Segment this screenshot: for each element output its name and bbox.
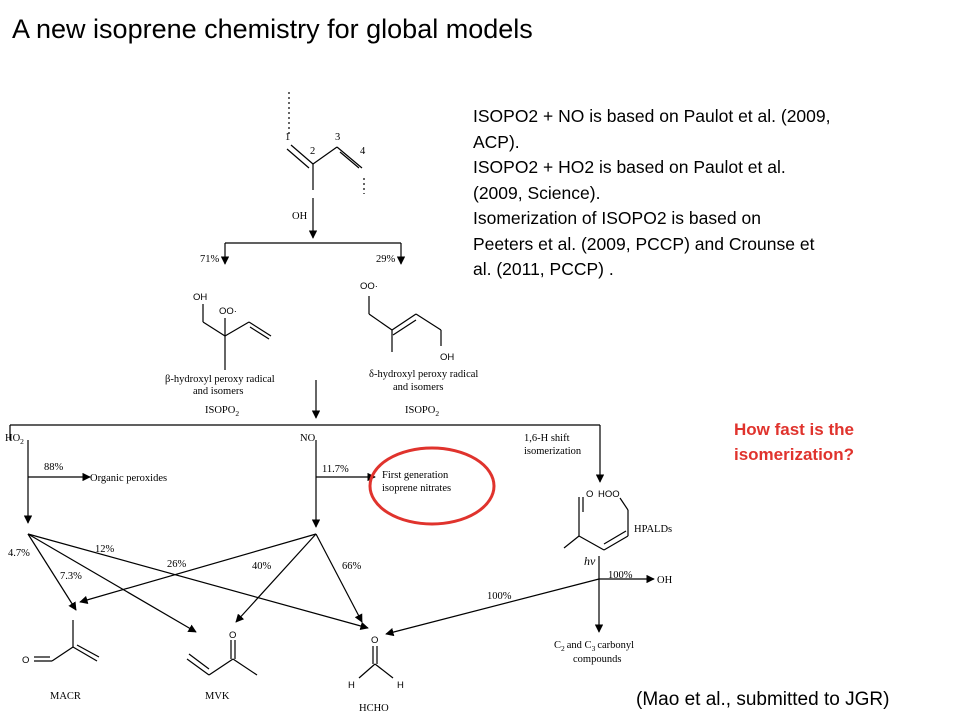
yield-12: 12% xyxy=(95,544,115,555)
mvk-o: O xyxy=(229,630,236,641)
citation: (Mao et al., submitted to JGR) xyxy=(636,689,890,710)
question-line: isomerization? xyxy=(734,445,854,464)
hcho-h: H xyxy=(348,680,355,691)
beta-oo: OO· xyxy=(219,306,237,317)
mvk-bond xyxy=(186,658,210,676)
isoprene-bond xyxy=(286,148,310,169)
note-line: Peeters et al. (2009, PCCP) and Crounse … xyxy=(473,233,815,254)
note-line: Isomerization of ISOPO2 is based on xyxy=(473,208,761,228)
delta-label: δ-hydroxyl peroxy radical xyxy=(369,369,478,380)
beta-label: β-hydroxyl peroxy radical xyxy=(165,374,275,385)
yield-7-3: 7.3% xyxy=(60,571,82,582)
isoprene-bond xyxy=(312,146,338,165)
carbon-number: 3 xyxy=(335,132,340,143)
mvk-bond xyxy=(188,653,210,670)
isoprene-bond xyxy=(290,144,314,165)
macr-bond xyxy=(51,646,74,662)
isomerization-question: How fast is the isomerization? xyxy=(734,417,854,467)
hpald-bond xyxy=(563,535,580,549)
nitrates-label: First generation xyxy=(382,470,449,481)
note-line: al. (2011, PCCP) . xyxy=(473,259,614,279)
hpald-bond xyxy=(603,530,627,545)
mvk-bond xyxy=(208,658,234,676)
arrow-40 xyxy=(235,533,317,623)
shift-label: isomerization xyxy=(524,446,582,457)
hcho-bond xyxy=(374,663,394,679)
delta-label: and isomers xyxy=(393,382,443,393)
mvk-bond xyxy=(232,658,258,676)
yield-66: 66% xyxy=(342,561,362,572)
macr-o: O xyxy=(22,655,29,666)
delta-bond xyxy=(415,313,442,331)
hpald-hoo: HOO xyxy=(598,489,620,500)
nitrates-highlight-circle xyxy=(368,446,496,526)
arrow-66 xyxy=(315,533,363,623)
ho2-reagent: HO2 xyxy=(5,433,24,446)
isoprene-bond xyxy=(339,151,360,169)
slide-title: A new isoprene chemistry for global mode… xyxy=(12,14,533,44)
macr-bond xyxy=(72,646,98,662)
hcho-from-hpald-arrow xyxy=(385,578,600,637)
nitrates-label: isoprene nitrates xyxy=(382,483,451,494)
delta-bond xyxy=(392,319,417,336)
yield-29: 29% xyxy=(376,254,396,265)
delta-oo: OO· xyxy=(360,281,378,292)
hpalds-label: HPALDs xyxy=(634,524,672,535)
beta-label: and isomers xyxy=(193,386,243,397)
arrow-7-3 xyxy=(27,533,197,633)
note-line: (2009, Science). xyxy=(473,182,601,203)
hpald-bond xyxy=(619,497,629,511)
hpald-bond xyxy=(578,535,605,551)
hcho-label: HCHO xyxy=(359,703,389,714)
yield-88: 88% xyxy=(44,462,64,473)
macr-bond xyxy=(76,644,100,658)
carbon-number: 2 xyxy=(310,146,315,157)
hcho-o: O xyxy=(371,635,378,646)
note-line: ISOPO2 + HO2 is based on Paulot et al. xyxy=(473,157,786,177)
delta-bond xyxy=(368,313,393,331)
yield-40: 40% xyxy=(252,561,272,572)
carbon-number: 4 xyxy=(360,146,366,157)
note-line: ISOPO2 + NO is based on Paulot et al. (2… xyxy=(473,106,831,126)
hpald-bond xyxy=(603,535,629,551)
beta-bond xyxy=(248,321,272,337)
hpald-o: O xyxy=(586,489,593,500)
note-line: ACP). xyxy=(473,131,520,152)
yield-26: 26% xyxy=(167,559,187,570)
oh-product: OH xyxy=(657,575,673,586)
hcho-bond xyxy=(358,663,376,679)
oh-reagent: OH xyxy=(292,211,308,222)
mvk-label: MVK xyxy=(205,691,230,702)
arrow-4-7 xyxy=(27,533,77,611)
delta-oh: OH xyxy=(440,352,454,363)
delta-name: ISOPO2 xyxy=(405,405,439,418)
beta-oh: OH xyxy=(193,292,207,303)
organic-peroxides: Organic peroxides xyxy=(90,473,167,484)
macr-label: MACR xyxy=(50,691,81,702)
beta-bond xyxy=(224,321,250,337)
reference-notes: ISOPO2 + NO is based on Paulot et al. (2… xyxy=(473,104,960,283)
beta-bond xyxy=(202,321,226,337)
isoprene-bond xyxy=(336,146,363,169)
yield-71: 71% xyxy=(200,254,220,265)
yield-4-7: 4.7% xyxy=(8,548,30,559)
beta-name: ISOPO2 xyxy=(205,405,239,418)
yield-100-oh: 100% xyxy=(608,570,633,581)
yield-100-hcho: 100% xyxy=(487,591,512,602)
hcho-h: H xyxy=(397,680,404,691)
carbonyl-label: compounds xyxy=(573,654,621,665)
beta-bond xyxy=(249,326,270,340)
carbon-number: 1 xyxy=(285,132,290,143)
question-line: How fast is the xyxy=(734,420,854,439)
arrow-26 xyxy=(79,533,317,604)
no-reagent: NO xyxy=(300,433,316,444)
hv-label: hν xyxy=(584,554,596,568)
yield-11-7: 11.7% xyxy=(322,464,349,475)
shift-label: 1,6-H shift xyxy=(524,433,570,444)
arrow-12 xyxy=(27,533,369,631)
delta-bond xyxy=(391,313,417,331)
